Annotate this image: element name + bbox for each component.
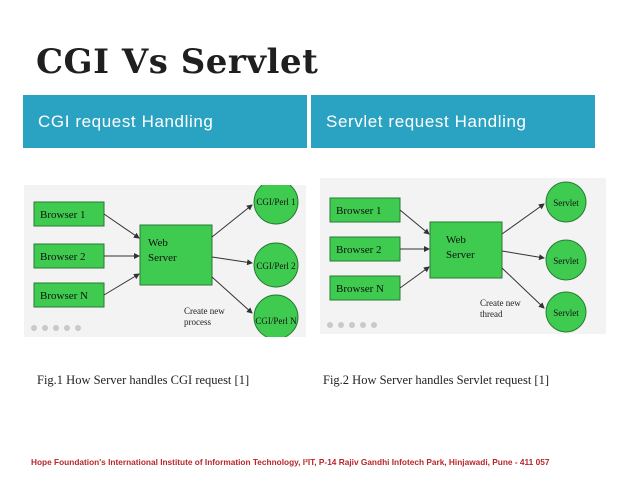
cgi-handler-1-label: CGI/Perl 1 [256,197,295,207]
cgi-figure-caption: Fig.1 How Server handles CGI request [1] [37,373,250,387]
servlet-handler-3-circle [545,291,587,333]
cgi-note-line-2: process [184,317,211,327]
servlet-browser-2-box [329,236,401,262]
servlet-browser-1-label: Browser 1 [336,205,382,217]
slide-title: CGI Vs Servlet [36,42,319,82]
cgi-browser-2-box [33,243,105,269]
cgi-handler-2-label: CGI/Perl 2 [256,261,295,271]
cgi-diagram: Browser 1 Browser 2 Browser N Web Server… [24,185,306,337]
cgi-header: CGI request Handling [23,95,307,148]
servlet-handler-1-circle [545,181,587,223]
servlet-web-server-box [429,221,503,279]
cgi-handler-1-circle [253,185,299,225]
servlet-server-label-2: Server [446,249,475,261]
cgi-browser-n-label: Browser N [40,290,88,302]
cgi-handler-n-circle [253,294,299,337]
servlet-figure-caption: Fig.2 How Server handles Servlet request… [323,373,549,387]
servlet-browser-n-label: Browser N [336,283,384,295]
toolbar-icons [31,325,81,331]
servlet-header: Servlet request Handling [311,95,595,148]
cgi-server-label-2: Server [148,252,177,264]
toolbar-icons [327,322,377,328]
cgi-note-line-1: Create new [184,306,225,316]
cgi-web-server-box [139,224,213,286]
servlet-browser-2-label: Browser 2 [336,244,382,256]
cgi-server-label-1: Web [148,237,168,249]
servlet-handler-2-circle [545,239,587,281]
cgi-browser-2-label: Browser 2 [40,251,86,263]
cgi-browser-1-label: Browser 1 [40,209,86,221]
servlet-diagram: Browser 1 Browser 2 Browser N Web Server… [320,178,606,334]
cgi-browser-1-box [33,201,105,227]
cgi-browser-n-box [33,282,105,308]
footer-institution: Hope Foundation's International Institut… [31,457,550,467]
servlet-server-label-1: Web [446,234,466,246]
servlet-handler-2-label: Servlet [553,256,579,266]
servlet-note-line-1: Create new [480,298,521,308]
cgi-handler-n-label: CGI/Perl N [255,316,297,326]
cgi-handler-2-circle [253,242,299,288]
servlet-handler-3-label: Servlet [553,308,579,318]
servlet-handler-1-label: Servlet [553,198,579,208]
servlet-note-line-2: thread [480,309,503,319]
